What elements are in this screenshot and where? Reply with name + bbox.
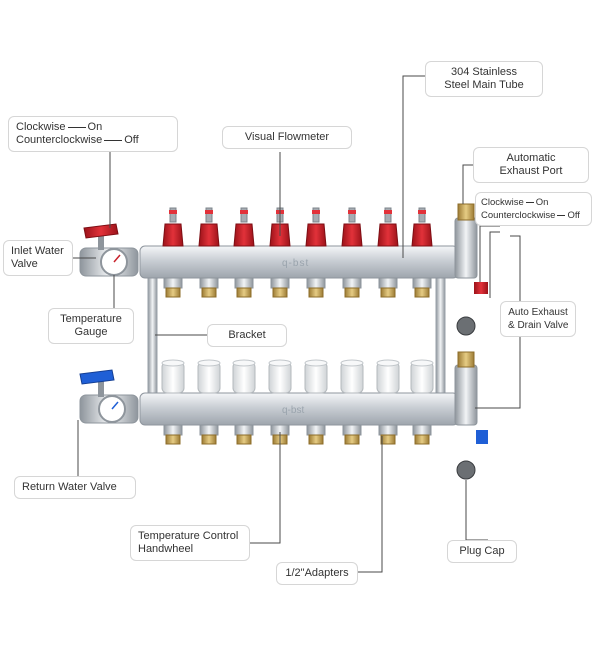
off-text-right: Off [567,210,580,221]
off-text: Off [124,134,139,146]
label-main-tube: 304 Stainless Steel Main Tube [425,61,543,97]
handwheel-port [410,359,434,445]
rotation-legend-left: Clockwise On Counterclockwise Off [8,116,178,152]
brand-top: q-bst [282,258,309,269]
flowmeter-port [411,207,433,298]
temp-gauge-line2: Gauge [74,326,108,338]
flowmeter-port [305,207,327,298]
flowmeter-port [198,207,220,298]
auto-exhaust-line1: Auto Exhaust [508,307,568,318]
handwheel-port [197,359,221,445]
handwheel-line1: Temperature Control [138,530,239,542]
return-valve-text: Return Water Valve [22,481,117,493]
flowmeter-port [233,207,255,298]
plug-cap-text: Plug Cap [459,545,505,557]
counterclockwise-text: Counterclockwise [16,134,103,146]
main-tube-line1: 304 Stainless [450,66,518,78]
label-auto-exhaust: Auto Exhaust & Drain Valve [500,301,576,337]
exhaust-port-line1: Automatic [506,152,556,164]
main-tube-line2: Steel Main Tube [444,79,524,91]
visual-flowmeter-text: Visual Flowmeter [244,131,330,143]
return-manifold [79,351,488,480]
label-temperature-gauge: Temperature Gauge [48,308,134,344]
flowmeter-port [341,207,363,298]
inlet-valve-line2: Valve [11,258,38,270]
bracket-text: Bracket [228,329,266,341]
dash [104,139,123,141]
label-visual-flowmeter: Visual Flowmeter [222,126,352,149]
exhaust-port-line2: Exhaust Port [499,165,563,177]
adapters-text: 1/2"Adapters [285,567,349,579]
dash [67,126,86,128]
dash [525,201,534,203]
flowmeter-port [377,207,399,298]
clockwise-text-right: Clockwise [481,197,524,208]
inlet-valve-line1: Inlet Water [11,245,64,257]
handwheel-port [376,359,400,445]
supply-manifold [79,203,488,336]
dash [557,214,566,216]
on-text-right: On [535,197,549,208]
label-exhaust-port: Automatic Exhaust Port [473,147,589,183]
handwheel-port [340,359,364,445]
label-handwheel: Temperature Control Handwheel [130,525,250,561]
flowmeter-port [162,207,184,298]
rotation-legend-right: Clockwise On Counterclockwise Off [475,192,592,226]
brand-bottom: q-bst [282,405,304,416]
auto-exhaust-line2: & Drain Valve [508,320,569,331]
label-return-valve: Return Water Valve [14,476,136,499]
handwheel-line2: Handwheel [138,543,194,555]
label-inlet-valve: Inlet Water Valve [3,240,73,276]
counterclockwise-text-right: Counterclockwise [481,210,556,221]
handwheel-port [161,359,185,445]
on-text: On [87,121,103,133]
handwheel-port [304,359,328,445]
clockwise-text: Clockwise [16,121,66,133]
temp-gauge-line1: Temperature [60,313,122,325]
label-plug-cap: Plug Cap [447,540,517,563]
label-bracket: Bracket [207,324,287,347]
label-adapters: 1/2"Adapters [276,562,358,585]
handwheel-port [232,359,256,445]
